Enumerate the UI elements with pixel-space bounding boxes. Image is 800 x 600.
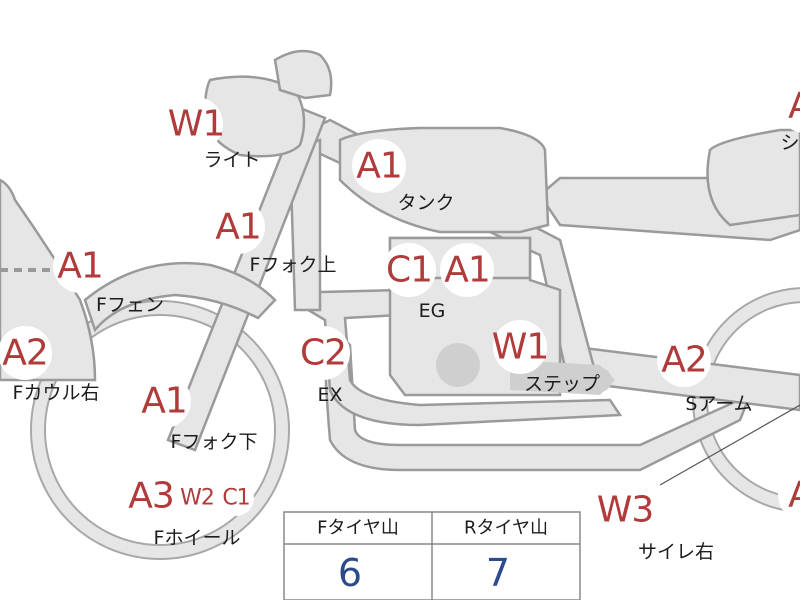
step-bar bbox=[510, 360, 615, 395]
front-fender bbox=[83, 261, 277, 333]
badge-code: A bbox=[788, 86, 800, 127]
handlebar bbox=[273, 49, 333, 100]
badge-label: ライト bbox=[203, 149, 260, 171]
badge-code: W2 bbox=[180, 486, 214, 511]
badge-rear[interactable]: A bbox=[778, 468, 800, 522]
badge-engine-a[interactable]: A1 EG bbox=[419, 243, 494, 322]
badge-fcowl-right[interactable]: A2 Fカウル右 bbox=[0, 326, 99, 404]
rear-wheel-inner bbox=[694, 289, 800, 511]
badge-label: シ bbox=[780, 132, 799, 154]
badge-swingarm[interactable]: A2 Sアーム bbox=[657, 333, 753, 415]
badge-label: EG bbox=[419, 300, 446, 322]
badge-label: Fフォク下 bbox=[171, 431, 258, 453]
badge-code: A1 bbox=[57, 246, 103, 287]
badge-engine-c[interactable]: C1 bbox=[382, 243, 436, 297]
badge-code: A1 bbox=[141, 381, 187, 422]
badge-code: W3 bbox=[597, 490, 654, 531]
badge-code: A2 bbox=[2, 333, 48, 374]
rear-tire-header: Rタイヤ山 bbox=[464, 518, 548, 539]
badge-code: A2 bbox=[661, 340, 707, 381]
badge-label: Fカウル右 bbox=[13, 382, 100, 404]
badge-code: C2 bbox=[300, 333, 346, 374]
badge-label: Fフェン bbox=[96, 294, 164, 316]
badge-exhaust[interactable]: C2 EX bbox=[296, 326, 350, 406]
badge-tank[interactable]: A1 タンク bbox=[352, 139, 455, 214]
muffler-leader-line bbox=[659, 404, 800, 486]
badge-code: A1 bbox=[215, 207, 261, 248]
badge-label: Fフォク上 bbox=[250, 254, 337, 276]
badge-step[interactable]: W1 ステップ bbox=[492, 320, 600, 395]
badge-code: A bbox=[788, 475, 800, 516]
badge-code: C1 bbox=[222, 486, 249, 511]
badge-code: C1 bbox=[386, 250, 432, 291]
badge-ffender[interactable]: A1 Fフェン bbox=[53, 239, 164, 316]
badge-fwheel-a[interactable]: A3 Fホイール bbox=[124, 469, 240, 549]
badge-code: A1 bbox=[356, 146, 402, 187]
badge-fwheel-c[interactable]: C1 bbox=[218, 480, 254, 516]
badge-label: タンク bbox=[397, 192, 454, 214]
step-knob bbox=[588, 368, 612, 392]
badge-label: ステップ bbox=[524, 373, 600, 395]
badge-ffork-lower[interactable]: A1 Fフォク下 bbox=[137, 374, 257, 453]
badge-code: W1 bbox=[168, 104, 225, 145]
front-tire-header: Fタイヤ山 bbox=[317, 518, 399, 539]
engine-cover bbox=[436, 343, 480, 387]
front-wheel-inner bbox=[32, 302, 288, 558]
badge-fwheel-w[interactable]: W2 bbox=[179, 480, 215, 516]
front-tire-value: 6 bbox=[338, 551, 362, 595]
badge-label: Sアーム bbox=[685, 393, 752, 415]
badge-label: EX bbox=[317, 384, 342, 406]
badge-ffork-upper[interactable]: A1 Fフォク上 bbox=[211, 200, 336, 276]
badge-label: Fホイール bbox=[154, 527, 241, 549]
badge-code: A1 bbox=[444, 250, 490, 291]
part-badges: W1 ライト A1 タンク A シ A1 Fフォク上 A1 Fフェン C1 bbox=[0, 79, 800, 563]
badge-code: W1 bbox=[492, 327, 549, 368]
badge-light[interactable]: W1 ライト bbox=[168, 97, 261, 171]
badge-muffler-right[interactable]: W3 サイレ右 bbox=[597, 483, 714, 563]
seat bbox=[706, 128, 800, 227]
badge-code: A3 bbox=[128, 476, 174, 517]
tire-tread-table: Fタイヤ山 Rタイヤ山 6 7 bbox=[283, 511, 581, 600]
badge-label: サイレ右 bbox=[638, 541, 714, 563]
badge-seat[interactable]: A シ bbox=[778, 79, 800, 154]
rear-tire-value: 7 bbox=[486, 551, 510, 595]
